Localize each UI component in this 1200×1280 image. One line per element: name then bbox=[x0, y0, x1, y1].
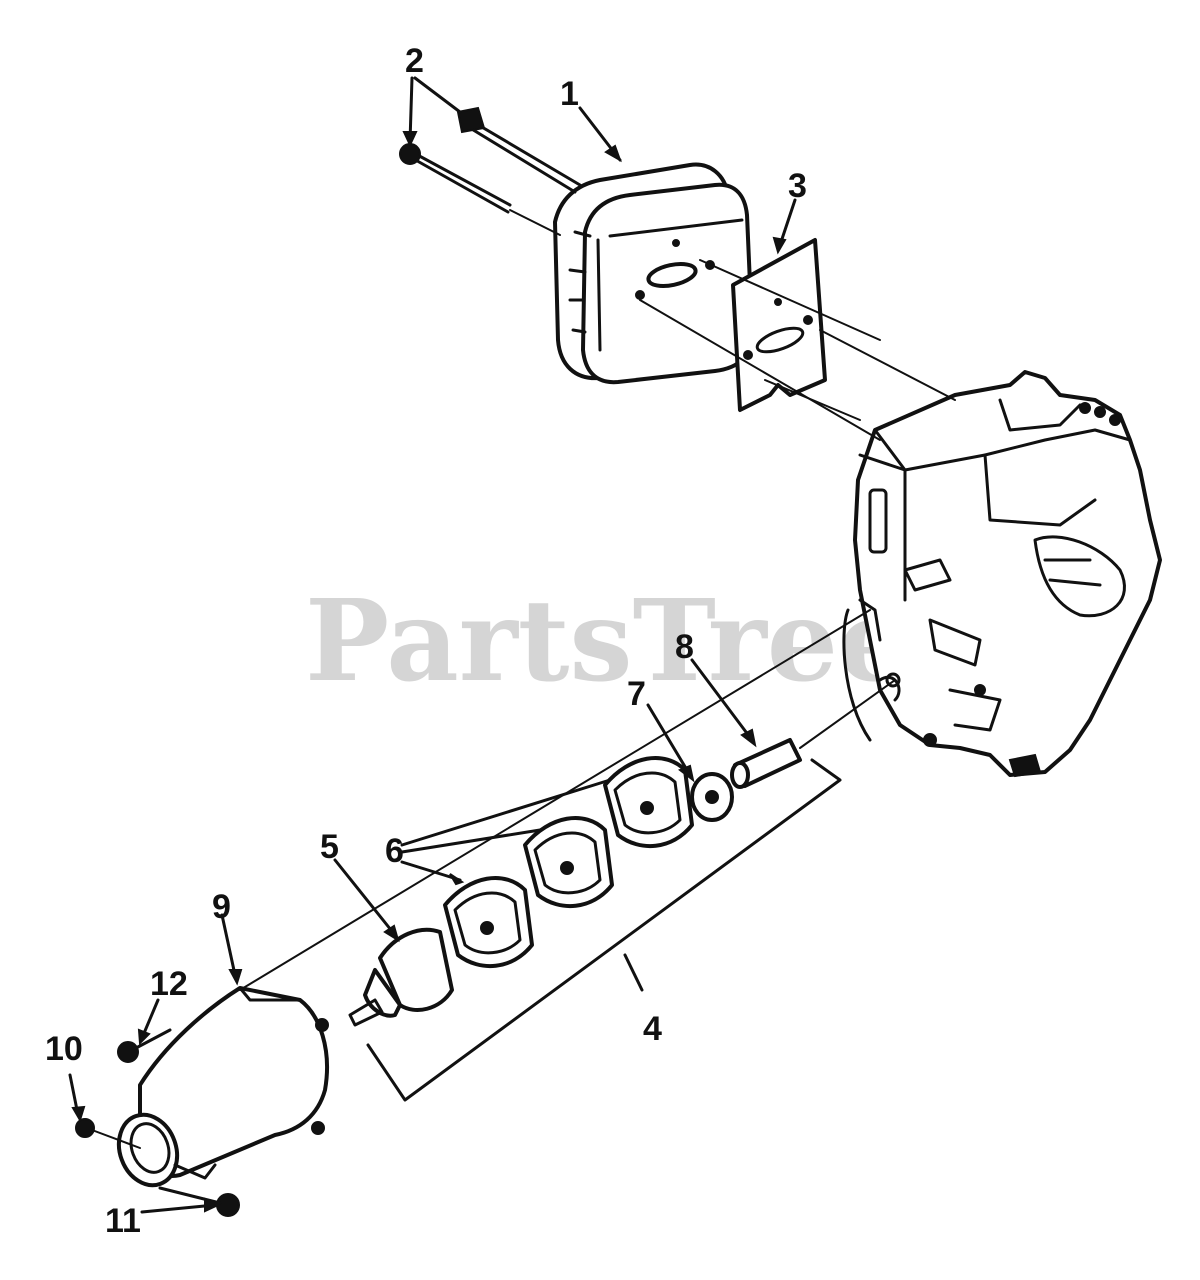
callout-9: 9 bbox=[212, 888, 231, 926]
part-12-screw bbox=[117, 1028, 172, 1063]
callout-1: 1 bbox=[560, 75, 579, 113]
part-7-washer bbox=[690, 772, 734, 822]
part-8-spacer bbox=[730, 738, 802, 789]
crank-bolt bbox=[885, 672, 901, 688]
group-4-bracket bbox=[366, 758, 842, 1102]
assembly-line bbox=[239, 609, 871, 991]
assembly-line bbox=[639, 299, 881, 441]
callout-6: 6 bbox=[385, 832, 404, 870]
part-11-screw bbox=[158, 1186, 240, 1217]
assembly-line bbox=[699, 259, 881, 341]
callout-11: 11 bbox=[105, 1202, 141, 1240]
callout-3: 3 bbox=[788, 167, 807, 205]
callout-5: 5 bbox=[320, 828, 339, 866]
assembly-line bbox=[91, 1129, 141, 1149]
callout-12: 12 bbox=[150, 965, 188, 1003]
assembly-line bbox=[819, 329, 956, 401]
part-10-nut bbox=[75, 1118, 95, 1138]
part-6-clutch-shoe bbox=[523, 816, 614, 909]
callout-8: 8 bbox=[675, 628, 694, 666]
part-6-clutch-shoe bbox=[603, 756, 694, 849]
part-5-clutch-drum bbox=[348, 927, 454, 1027]
part-6-clutch-shoe bbox=[443, 876, 534, 969]
callout-7: 7 bbox=[627, 675, 646, 713]
part-1-muffler bbox=[553, 162, 755, 385]
assembly-line bbox=[764, 379, 861, 421]
leader-lines bbox=[68, 76, 797, 1214]
part-2-bolts bbox=[399, 106, 582, 236]
callout-4: 4 bbox=[643, 1010, 662, 1048]
group-4-leader bbox=[623, 953, 644, 992]
part-9-clutch-housing bbox=[116, 986, 329, 1188]
assembly-line bbox=[799, 679, 896, 749]
watermark-text: PartsTree bbox=[305, 576, 909, 707]
callout-10: 10 bbox=[45, 1030, 83, 1068]
engine-block bbox=[842, 370, 1162, 778]
callout-2: 2 bbox=[405, 42, 424, 80]
